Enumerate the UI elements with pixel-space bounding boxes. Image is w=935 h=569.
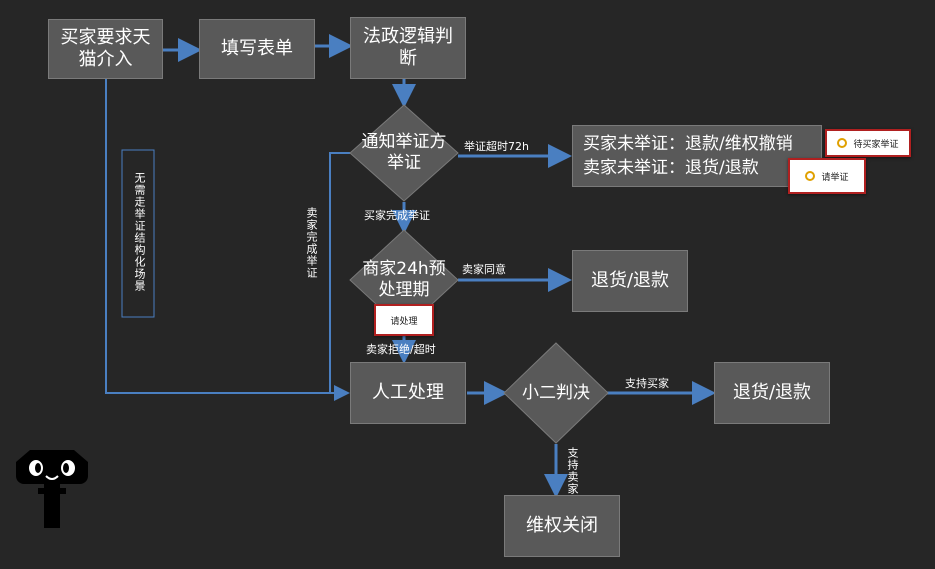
timeout-result-node: 买家未举证：退款/维权撤销 卖家未举证：退货/退款 (572, 125, 822, 187)
xiaoer-decision: 小二判决 (504, 380, 608, 406)
refund-return-node-2: 退货/退款 (714, 362, 830, 424)
timeout-line-seller: 卖家未举证：退货/退款 (583, 158, 759, 178)
manual-label: 人工处理 (372, 382, 444, 403)
legal-logic-node: 法政逻辑判断 (350, 17, 466, 79)
close-node: 维权关闭 (504, 495, 620, 557)
refund-return-node-1: 退货/退款 (572, 250, 688, 312)
handle-badge: 请处理 (374, 304, 434, 336)
xiaoer-label: 小二判决 (522, 382, 590, 403)
refund-return-label-1: 退货/退款 (590, 270, 670, 291)
manual-node: 人工处理 (350, 362, 466, 424)
please-evidence-label: 请举证 (821, 172, 849, 183)
edge-label-seller-reject: 卖家拒绝/超时 (366, 343, 436, 356)
handle-label: 请处理 (390, 316, 418, 327)
buyer-request-label: 买家要求天猫介入 (60, 27, 151, 70)
notify-evidence-label: 通知举证方举证 (361, 132, 447, 173)
clock-icon (837, 138, 848, 148)
fill-form-node: 填写表单 (199, 19, 315, 79)
clock-icon (805, 171, 816, 181)
tmall-cat-icon (16, 450, 88, 528)
wait-buyer-badge: 待买家举证 (825, 129, 911, 157)
merchant-24h-decision: 商家24h预处理期 (360, 256, 448, 304)
edge-label-support-buyer: 支持买家 (625, 377, 669, 390)
edge-label-seller-agree: 卖家同意 (462, 263, 506, 276)
close-label: 维权关闭 (526, 515, 598, 536)
fill-form-label: 填写表单 (221, 38, 293, 59)
buyer-request-node: 买家要求天猫介入 (48, 19, 163, 79)
please-evidence-badge: 请举证 (788, 158, 866, 194)
edge-label-buyer-done: 买家完成举证 (364, 209, 430, 222)
edge-label-support-seller: 支持卖家 (566, 447, 579, 495)
timeout-line-buyer: 买家未举证：退款/维权撤销 (583, 134, 793, 154)
legal-logic-label: 法政逻辑判断 (363, 26, 453, 69)
edge-label-seller-done: 卖家完成举证 (305, 207, 318, 279)
notify-evidence-decision: 通知举证方举证 (356, 128, 452, 178)
edge-label-no-evidence-scene: 无需走举证结构化场景 (133, 172, 146, 292)
wait-buyer-label: 待买家举证 (853, 139, 899, 150)
edge-label-evidence-timeout: 举证超时72h (464, 140, 529, 153)
refund-return-label-2: 退货/退款 (732, 382, 812, 403)
merchant-24h-label: 商家24h预处理期 (362, 259, 446, 300)
